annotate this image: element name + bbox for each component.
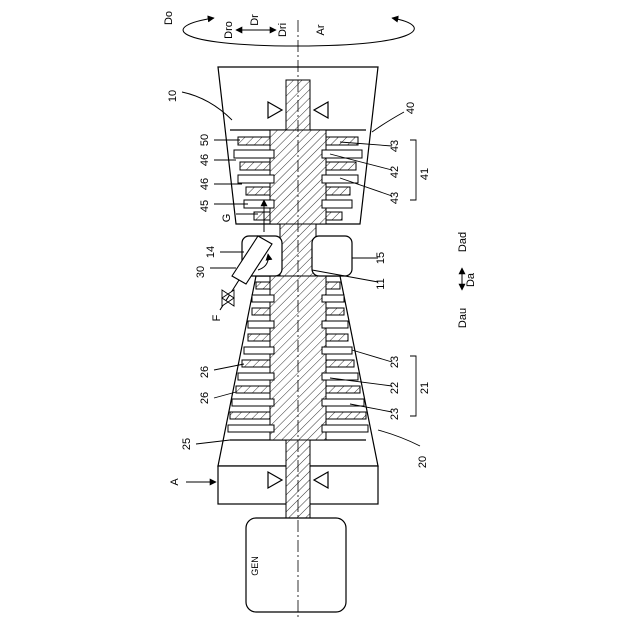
label-G: G	[221, 214, 233, 223]
label-45: 45	[199, 200, 211, 212]
label-23b: 23	[389, 408, 401, 420]
label-42: 42	[389, 166, 401, 178]
label-Dr: Dr	[249, 14, 261, 26]
label-26a: 26	[199, 366, 211, 378]
label-Dau: Dau	[457, 308, 469, 328]
label-23a: 23	[389, 356, 401, 368]
label-40: 40	[405, 102, 417, 114]
label-46b: 46	[199, 178, 211, 190]
label-50: 50	[199, 134, 211, 146]
bracket-41	[410, 140, 416, 200]
label-Dri: Dri	[277, 23, 289, 37]
label-A: A	[169, 478, 181, 486]
label-22: 22	[389, 382, 401, 394]
label-43a: 43	[389, 140, 401, 152]
label-20: 20	[417, 456, 429, 468]
label-Dad: Dad	[457, 232, 469, 252]
label-15: 15	[375, 252, 387, 264]
generator-label: GEN	[250, 556, 260, 576]
label-30: 30	[195, 266, 207, 278]
label-46a: 46	[199, 154, 211, 166]
label-21: 21	[419, 382, 431, 394]
label-14: 14	[205, 246, 217, 258]
rotation-arrow	[183, 18, 414, 46]
combustor-chamber-15	[312, 236, 352, 276]
label-Ar: Ar	[315, 24, 327, 35]
bracket-21	[410, 356, 416, 416]
generator	[246, 518, 346, 612]
label-10: 10	[167, 90, 179, 102]
label-Dro: Dro	[223, 21, 235, 39]
label-Da: Da	[465, 272, 477, 287]
label-11: 11	[375, 278, 387, 289]
label-43b: 43	[389, 192, 401, 204]
label-Do: Do	[163, 11, 175, 25]
label-41: 41	[419, 168, 431, 180]
label-25: 25	[181, 438, 193, 450]
label-F: F	[211, 314, 223, 321]
label-26b: 26	[199, 392, 211, 404]
